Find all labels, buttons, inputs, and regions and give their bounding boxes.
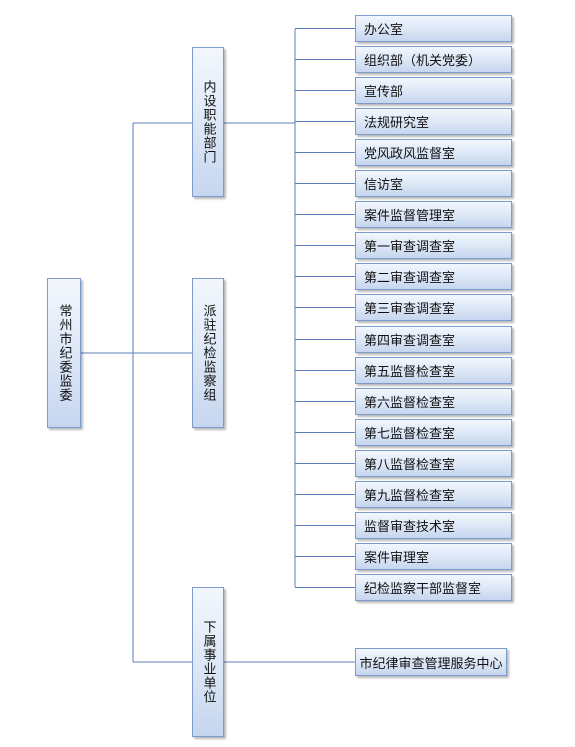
institution-node-label: 市纪律审查管理服务中心 [359,656,503,672]
department-node[interactable]: 案件监督管理室 [355,201,512,228]
department-node[interactable]: 案件审理室 [355,543,512,570]
department-node[interactable]: 组织部（机关党委） [355,46,512,73]
department-node-label: 第七监督检查室 [364,427,456,442]
department-node-label: 案件审理室 [364,551,430,566]
department-node-label: 纪检监察干部监督室 [364,582,482,597]
department-node-label: 法规研究室 [364,116,430,131]
department-node[interactable]: 监督审查技术室 [355,512,512,539]
department-node-label: 第九监督检查室 [364,489,456,504]
category-node-label: 派驻纪检监察组 [200,304,216,402]
root-node[interactable]: 常州市纪委监委 [47,278,81,428]
department-node[interactable]: 第八监督检查室 [355,450,512,477]
department-node[interactable]: 信访室 [355,170,512,197]
department-node[interactable]: 宣传部 [355,77,512,104]
department-node-label: 第一审查调查室 [364,240,456,255]
department-node[interactable]: 第九监督检查室 [355,481,512,508]
department-node-label: 组织部（机关党委） [364,54,482,69]
department-node-label: 第六监督检查室 [364,396,456,411]
department-node-label: 第二审查调查室 [364,271,456,286]
department-node[interactable]: 党风政风监督室 [355,139,512,166]
category-node-dispatched[interactable]: 派驻纪检监察组 [192,278,224,428]
department-node-label: 党风政风监督室 [364,147,456,162]
department-node-label: 办公室 [364,23,404,38]
department-node-label: 第八监督检查室 [364,458,456,473]
root-node-label: 常州市纪委监委 [56,304,72,402]
department-node-label: 宣传部 [364,85,404,100]
department-node[interactable]: 办公室 [355,15,512,42]
department-node[interactable]: 第七监督检查室 [355,419,512,446]
department-node-label: 第三审查调查室 [364,302,456,317]
department-node-label: 信访室 [364,178,404,193]
department-node-label: 监督审查技术室 [364,520,456,535]
category-node-internal[interactable]: 内设职能部门 [192,47,224,197]
department-node[interactable]: 第五监督检查室 [355,357,512,384]
department-node[interactable]: 第一审查调查室 [355,232,512,259]
category-node-label: 内设职能部门 [200,80,216,164]
department-node-label: 案件监督管理室 [364,209,456,224]
department-node[interactable]: 第三审查调查室 [355,294,512,321]
category-node-label: 下属事业单位 [200,620,216,704]
category-node-affiliated[interactable]: 下属事业单位 [192,587,224,737]
department-node-label: 第五监督检查室 [364,365,456,380]
department-node[interactable]: 纪检监察干部监督室 [355,574,512,601]
department-node[interactable]: 法规研究室 [355,108,512,135]
department-node[interactable]: 第四审查调查室 [355,326,512,353]
department-node-label: 第四审查调查室 [364,334,456,349]
institution-node[interactable]: 市纪律审查管理服务中心 [355,648,507,676]
department-node[interactable]: 第六监督检查室 [355,388,512,415]
department-node[interactable]: 第二审查调查室 [355,263,512,290]
